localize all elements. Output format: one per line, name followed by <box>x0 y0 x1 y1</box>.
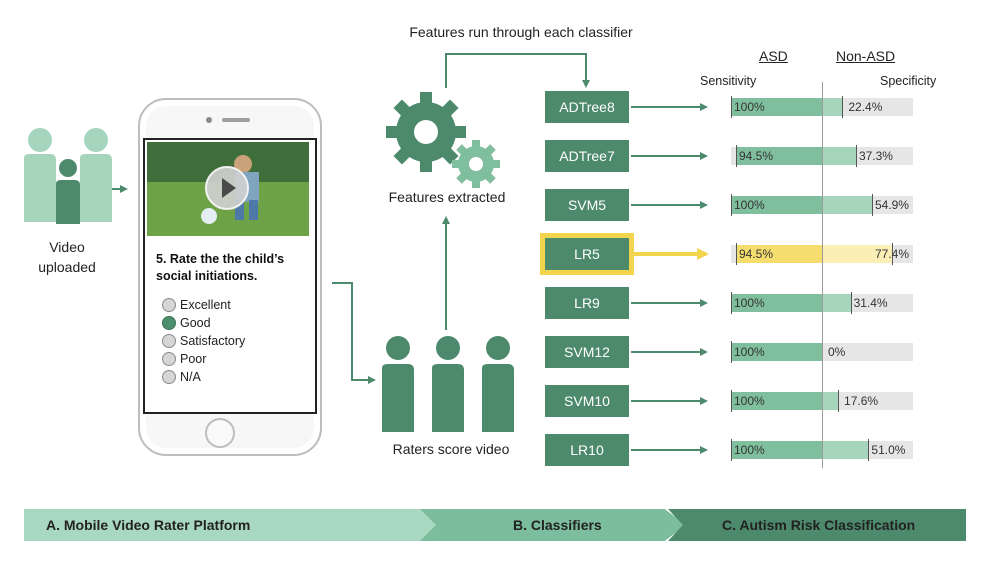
video-uploaded-label: Video uploaded <box>24 237 110 277</box>
classifier-svm12: SVM12 <box>545 336 629 368</box>
option-label: Poor <box>180 352 207 366</box>
banner-label-c: C. Autism Risk Classification <box>722 517 916 533</box>
banner-label-b: B. Classifiers <box>513 517 602 533</box>
banner-section-a <box>24 509 436 541</box>
specificity-label: Specificity <box>880 74 937 88</box>
sensitivity-value: 100% <box>734 100 765 114</box>
specificity-tick <box>850 292 852 314</box>
sensitivity-bar <box>731 441 822 459</box>
center-divider <box>822 82 823 468</box>
banner-section-b <box>420 509 686 541</box>
sensitivity-bar <box>731 294 822 312</box>
sensitivity-tick <box>731 390 732 412</box>
sensitivity-value: 100% <box>734 443 765 457</box>
specificity-value: 0% <box>828 345 846 359</box>
specificity-tick <box>838 390 840 412</box>
sensitivity-tick <box>736 243 737 265</box>
gear-icon <box>386 92 500 188</box>
radio-satisfactory[interactable] <box>162 334 176 348</box>
sensitivity-tick <box>736 145 737 167</box>
sensitivity-bar <box>731 98 822 116</box>
option-na[interactable]: N/A <box>162 369 201 385</box>
specificity-value: 51.0% <box>871 443 906 457</box>
sensitivity-bar <box>731 196 822 214</box>
radio-poor[interactable] <box>162 352 176 366</box>
classifier-lr9: LR9 <box>545 287 629 319</box>
specificity-value: 22.4% <box>848 100 883 114</box>
raters-score-label: Raters score video <box>392 441 510 457</box>
classifier-adtree7: ADTree7 <box>545 140 629 172</box>
option-poor[interactable]: Poor <box>162 351 206 367</box>
top-connector <box>445 53 590 88</box>
sensitivity-bar <box>736 245 822 263</box>
raters-icon <box>382 336 514 432</box>
sensitivity-value: 94.5% <box>739 149 774 163</box>
radio-good[interactable] <box>162 316 176 330</box>
sensitivity-tick <box>731 292 732 314</box>
specificity-bar <box>822 294 851 312</box>
option-label: Satisfactory <box>180 334 246 348</box>
specificity-value: 77.4% <box>875 247 910 261</box>
specificity-tick <box>855 145 857 167</box>
person-icon <box>24 128 112 224</box>
banner-label-a: A. Mobile Video Rater Platform <box>46 517 251 533</box>
video-label-line1: Video <box>49 239 85 255</box>
specificity-value: 54.9% <box>874 198 909 212</box>
sensitivity-value: 100% <box>734 296 765 310</box>
specificity-bar <box>822 147 856 165</box>
option-satisfactory[interactable]: Satisfactory <box>162 333 245 349</box>
specificity-tick <box>868 439 870 461</box>
option-label: Good <box>180 316 211 330</box>
specificity-bar <box>822 441 869 459</box>
sensitivity-tick <box>731 96 732 118</box>
specificity-bar <box>822 196 872 214</box>
option-excellent[interactable]: Excellent <box>162 297 231 313</box>
specificity-value: 31.4% <box>853 296 888 310</box>
radio-excellent[interactable] <box>162 298 176 312</box>
specificity-value: 17.6% <box>844 394 879 408</box>
sensitivity-value: 100% <box>734 394 765 408</box>
sensitivity-tick <box>731 341 732 363</box>
specificity-bar <box>822 98 843 116</box>
sensitivity-value: 100% <box>734 198 765 212</box>
specificity-tick <box>842 96 844 118</box>
sensitivity-bar <box>731 343 822 361</box>
specificity-tick <box>892 243 894 265</box>
classifier-lr5: LR5 <box>540 233 634 275</box>
features-extracted-label: Features extracted <box>388 189 506 205</box>
sensitivity-bar <box>736 147 822 165</box>
radio-na[interactable] <box>162 370 176 384</box>
non-asd-header: Non-ASD <box>836 48 896 64</box>
phone-speaker <box>222 118 250 122</box>
asd-header: ASD <box>759 48 788 64</box>
specificity-value: 37.3% <box>858 149 893 163</box>
option-label: Excellent <box>180 298 231 312</box>
sensitivity-label: Sensitivity <box>700 74 757 88</box>
classifier-lr10: LR10 <box>545 434 629 466</box>
classifier-adtree8: ADTree8 <box>545 91 629 123</box>
sensitivity-tick <box>731 439 732 461</box>
specificity-bar <box>822 245 893 263</box>
sensitivity-value: 94.5% <box>739 247 774 261</box>
sensitivity-value: 100% <box>734 345 765 359</box>
phone-camera-icon <box>206 117 212 123</box>
play-icon[interactable] <box>205 166 249 210</box>
banner-section-c <box>668 509 966 541</box>
sensitivity-bar <box>731 392 822 410</box>
option-good[interactable]: Good <box>162 315 211 331</box>
sensitivity-tick <box>731 194 732 216</box>
option-label: N/A <box>180 370 201 384</box>
phone-home-button <box>205 418 235 448</box>
top-label: Features run through each classifier <box>409 24 633 40</box>
classifier-svm5: SVM5 <box>545 189 629 221</box>
question-text: 5. Rate the the child’s social initiatio… <box>156 252 285 283</box>
specificity-bar <box>822 392 839 410</box>
phone-to-raters-arrow <box>332 282 376 384</box>
video-label-line2: uploaded <box>38 259 96 275</box>
specificity-tick <box>871 194 873 216</box>
classifier-svm10: SVM10 <box>545 385 629 417</box>
